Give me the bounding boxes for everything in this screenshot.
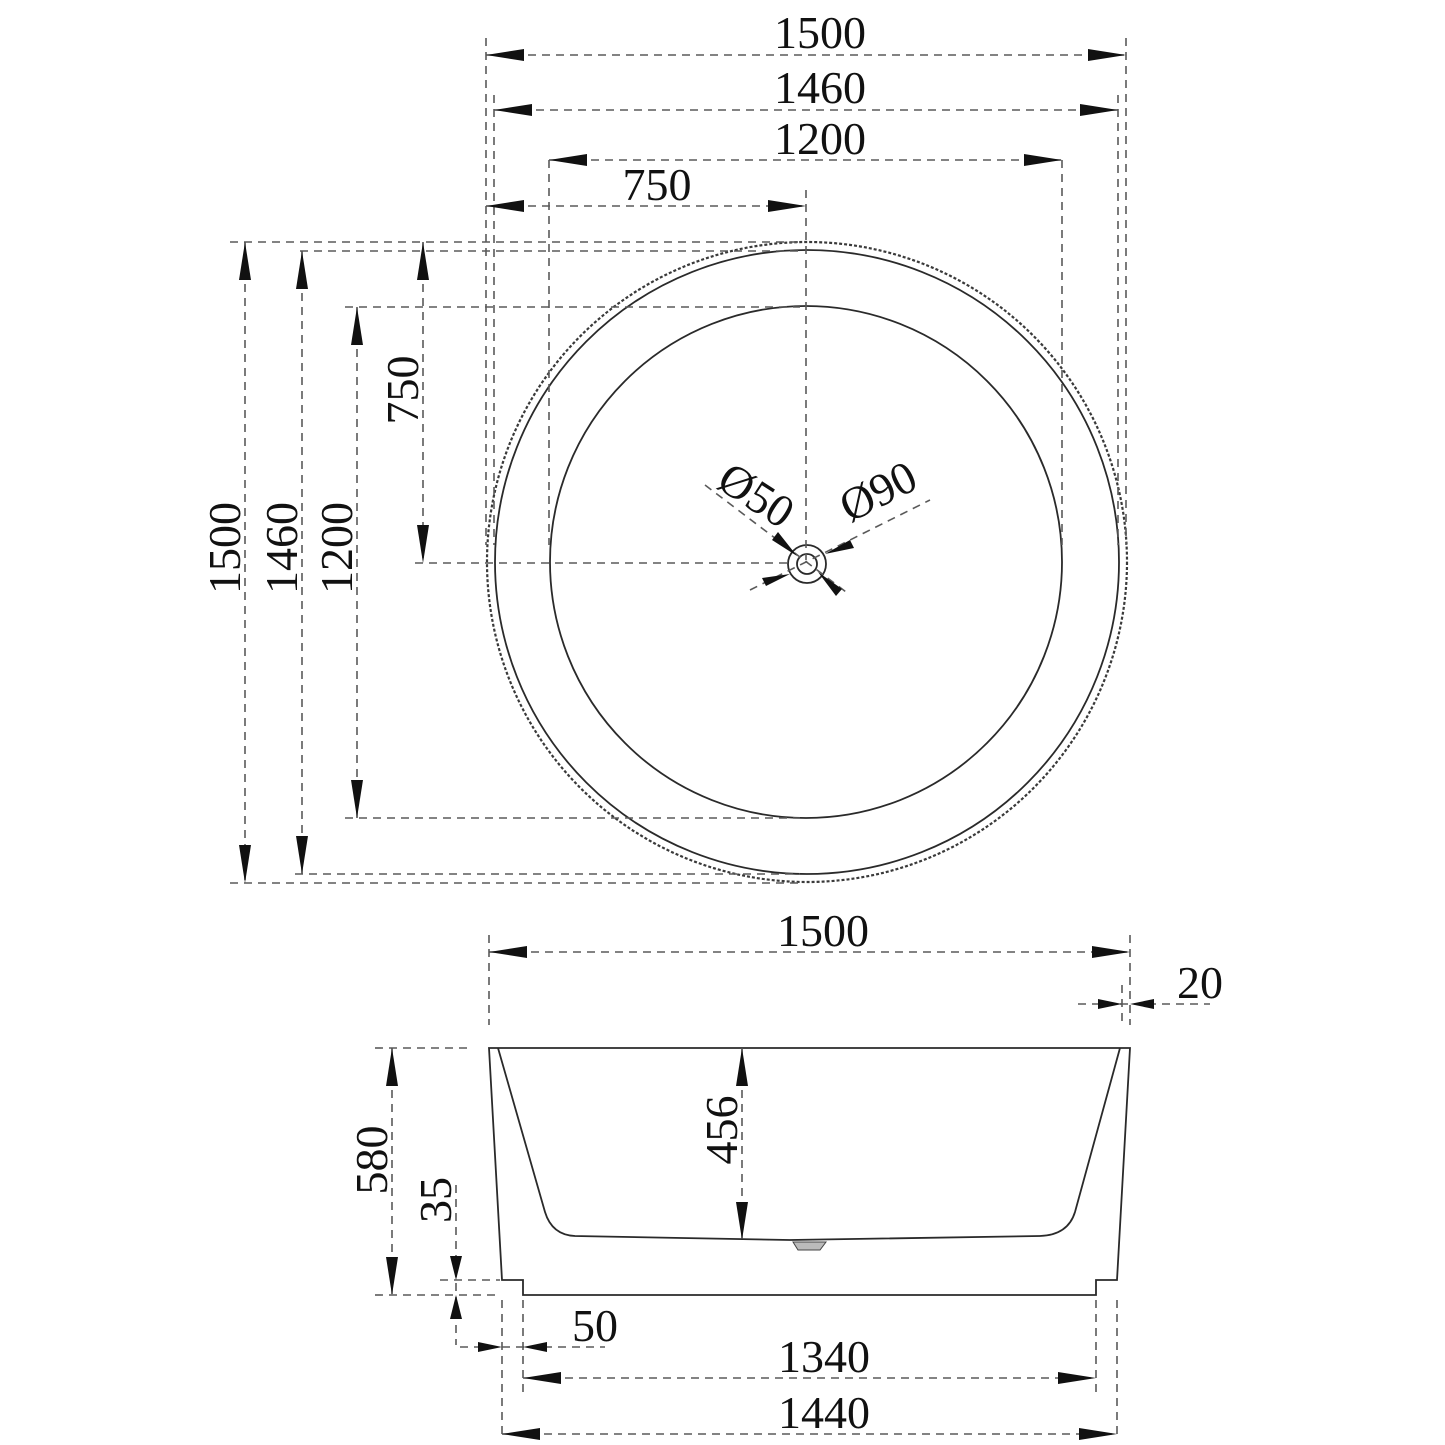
label-wall-thickness: 20 bbox=[1177, 957, 1223, 1008]
dim-1200-top: 1200 bbox=[549, 113, 1062, 166]
drain-dimensions: Ø50 Ø90 bbox=[704, 450, 931, 596]
label-drain-inner-diameter: Ø50 bbox=[709, 452, 803, 538]
tub-outer-profile bbox=[488, 1047, 1131, 1296]
tub-inner-profile bbox=[497, 1047, 1121, 1241]
dim-1440-base: 1440 bbox=[502, 1387, 1117, 1440]
label-overall-width: 1500 bbox=[774, 7, 866, 58]
dim-456-depth: 456 bbox=[696, 1048, 748, 1240]
label-center-x: 750 bbox=[623, 159, 692, 210]
label-center-y: 750 bbox=[377, 356, 428, 425]
drain-outer bbox=[787, 544, 827, 584]
dim-1460-left: 1460 bbox=[256, 251, 308, 874]
label-plinth-height: 35 bbox=[410, 1177, 461, 1223]
label-overall-height: 580 bbox=[346, 1126, 397, 1195]
dim-750-left: 750 bbox=[377, 242, 429, 563]
dim-580-height: 580 bbox=[346, 1048, 398, 1295]
dim-20-wall: 20 bbox=[1078, 957, 1223, 1009]
dim-1460-top: 1460 bbox=[494, 62, 1118, 116]
label-rim-depth: 1460 bbox=[256, 502, 307, 594]
side-drain-recess bbox=[792, 1241, 827, 1251]
dim-1500-left: 1500 bbox=[199, 242, 251, 883]
dim-1500-side: 1500 bbox=[489, 905, 1130, 958]
dim-1200-left: 1200 bbox=[311, 307, 363, 818]
drain-inner bbox=[796, 553, 818, 575]
dim-750-top: 750 bbox=[486, 159, 806, 212]
outer-textured-rim bbox=[485, 240, 1129, 884]
label-plinth-step: 50 bbox=[572, 1300, 618, 1351]
label-drain-outer-diameter: Ø90 bbox=[831, 450, 925, 531]
label-basin-depth: 1200 bbox=[311, 502, 362, 594]
label-base-inner-width: 1340 bbox=[778, 1331, 870, 1382]
rim-edge bbox=[494, 249, 1120, 875]
label-basin-width: 1200 bbox=[774, 113, 866, 164]
label-overall-depth: 1500 bbox=[199, 502, 250, 594]
dim-1340-base: 1340 bbox=[523, 1331, 1096, 1384]
label-side-top-width: 1500 bbox=[777, 905, 869, 956]
label-base-outer-width: 1440 bbox=[778, 1387, 870, 1438]
dim-50-step: 50 bbox=[460, 1300, 618, 1352]
side-view: 1500 20 580 35 456 bbox=[346, 905, 1223, 1440]
label-inner-depth: 456 bbox=[696, 1096, 747, 1165]
dim-35-plinth: 35 bbox=[410, 1177, 462, 1345]
top-view: 1500 1460 1200 750 bbox=[199, 7, 1129, 884]
dim-1500-top: 1500 bbox=[486, 7, 1126, 61]
label-rim-width: 1460 bbox=[774, 62, 866, 113]
